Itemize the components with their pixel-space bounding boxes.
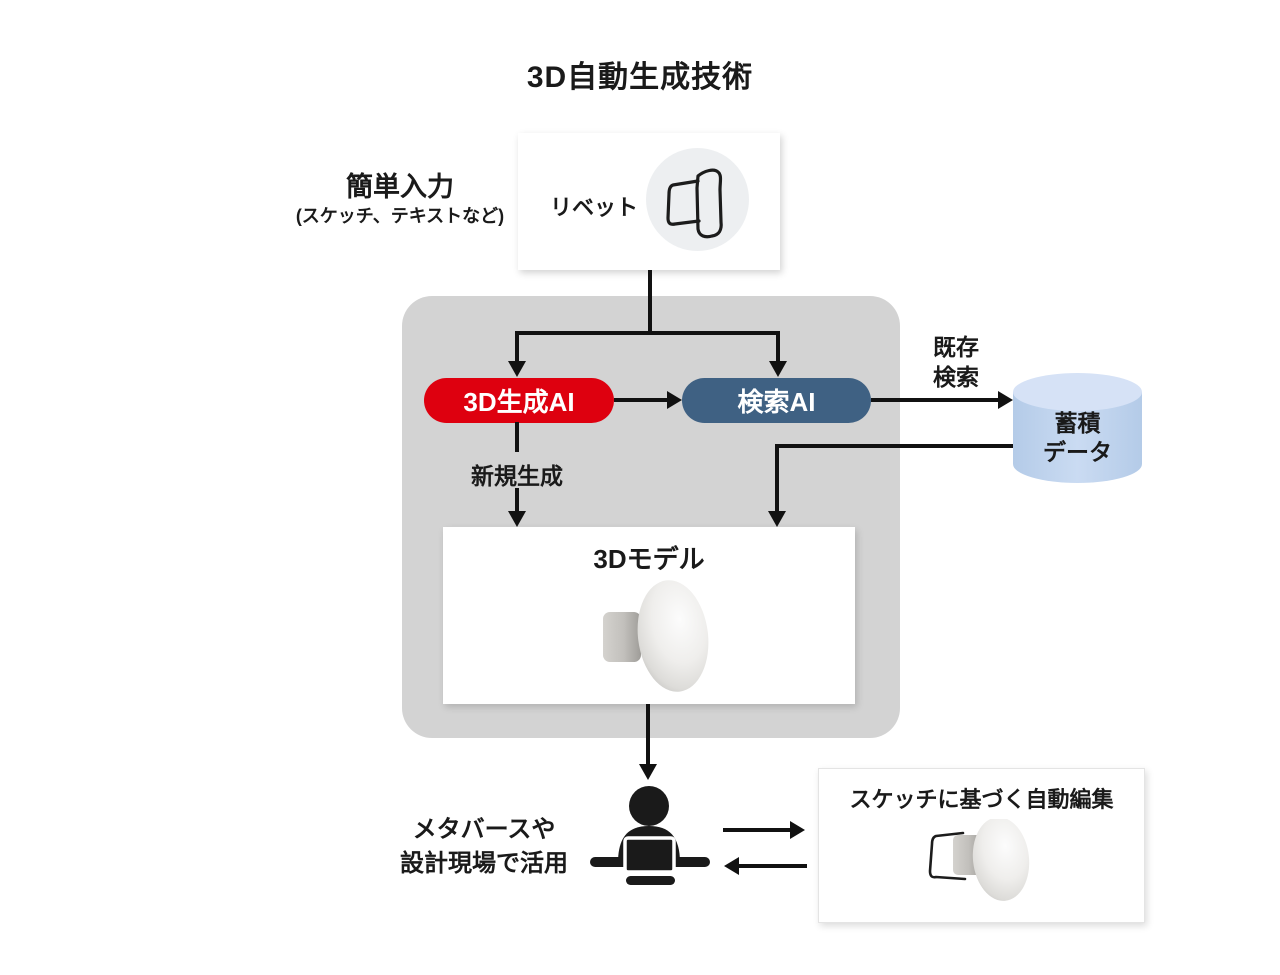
new-generation-edge-label: 新規生成 xyxy=(471,463,563,489)
model-result-box-title: 3Dモデル xyxy=(593,544,705,574)
usage-label-line2: 設計現場で活用 xyxy=(400,850,568,877)
easy-input-label-main: 簡単入力 xyxy=(346,172,454,202)
rivet-sketch-icon xyxy=(646,148,749,251)
sketch-edit-box: スケッチに基づく自動編集 xyxy=(818,768,1145,923)
rivet-3d-model-sketch-edit-image xyxy=(928,819,1030,901)
existing-search-edge-label: 既存 検索 xyxy=(906,332,1006,392)
database-label-line2: データ xyxy=(1043,439,1112,465)
usage-label-line1: メタバースや xyxy=(412,816,556,843)
model-result-box: 3Dモデル xyxy=(443,527,855,704)
search-ai-node: 検索AI xyxy=(682,378,871,423)
generation-ai-node: 3D生成AI xyxy=(424,378,614,423)
page-title: 3D自動生成技術 xyxy=(526,61,754,94)
database-label-line1: 蓄積 xyxy=(1054,410,1101,436)
usage-label: メタバースや 設計現場で活用 xyxy=(370,813,598,881)
sketch-input-box: リベット xyxy=(518,133,780,270)
sketch-input-box-label: リベット xyxy=(550,195,639,220)
easy-input-label-sub: (スケッチ、テキストなど) xyxy=(295,206,505,226)
database-cylinder-icon: 蓄積 データ xyxy=(1013,372,1142,484)
existing-search-line2: 検索 xyxy=(933,364,979,390)
rivet-3d-model-image xyxy=(603,580,709,692)
search-ai-label: 検索AI xyxy=(737,387,816,417)
rivet-sketch-drawing xyxy=(666,168,723,239)
generation-ai-label: 3D生成AI xyxy=(463,387,575,417)
database-cylinder-shape xyxy=(1013,373,1142,483)
database-label: 蓄積 データ xyxy=(1013,409,1142,467)
sketch-edit-box-title: スケッチに基づく自動編集 xyxy=(849,787,1114,812)
person-at-laptop-icon xyxy=(590,786,710,885)
easy-input-label: 簡単入力 (スケッチ、テキストなど) xyxy=(275,172,525,228)
existing-search-line1: 既存 xyxy=(933,334,979,360)
